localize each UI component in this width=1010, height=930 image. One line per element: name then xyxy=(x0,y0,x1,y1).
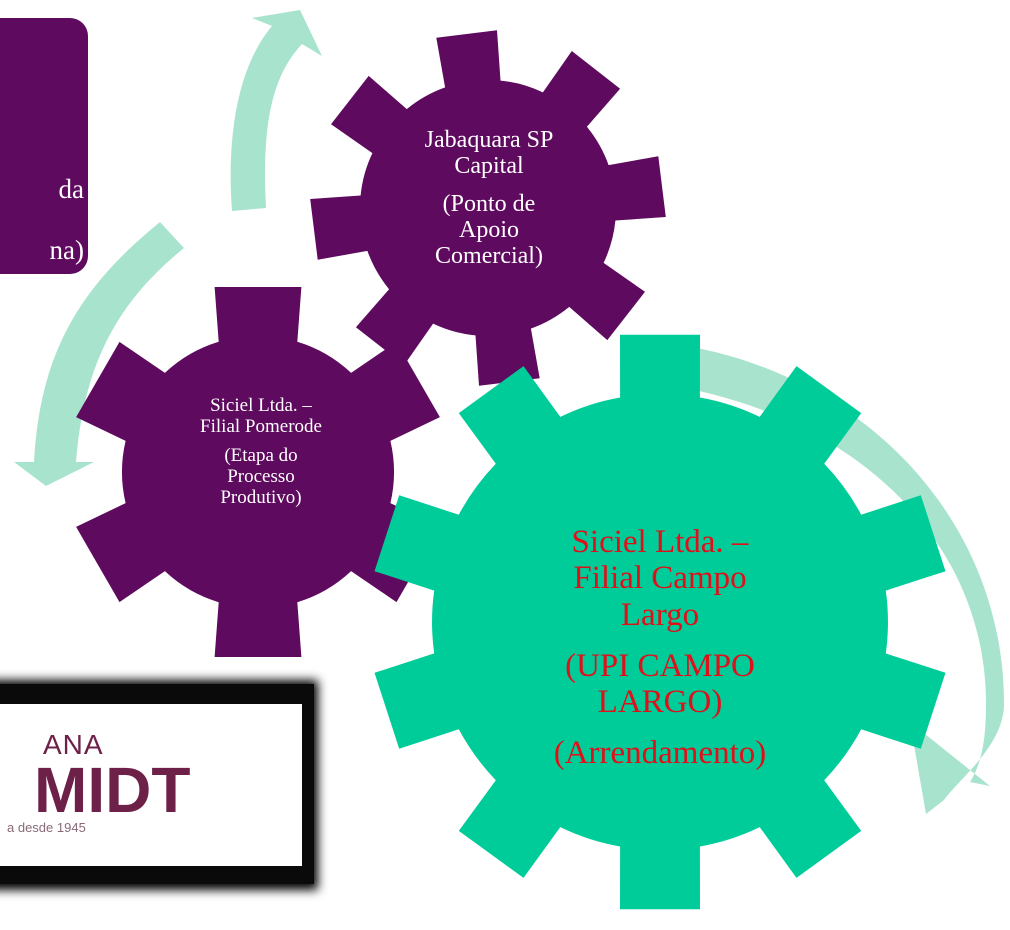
pomerode-role-line-2: Processo xyxy=(227,466,295,488)
campo-largo-name-line-1: Siciel Ltda. – xyxy=(571,524,749,560)
purple-box xyxy=(0,18,88,274)
left-curved-arrow xyxy=(14,222,184,486)
jabaquara-name-line-2: Capital xyxy=(454,153,524,180)
logo-tagline: a desde 1945 xyxy=(7,820,86,835)
pomerode-gear-label: Siciel Ltda. – Filial Pomerode (Etapa do… xyxy=(162,395,360,509)
gear-pomerode xyxy=(76,287,440,657)
jabaquara-role-line-3: Comercial) xyxy=(435,243,543,270)
campo-largo-role-line-2: LARGO) xyxy=(597,684,723,721)
campo-largo-extra-line-1: (Arrendamento) xyxy=(553,735,767,772)
logo-line-2: MIDT xyxy=(34,754,191,826)
gear-jabaquara xyxy=(310,30,666,386)
campo-largo-name-line-3: Largo xyxy=(620,596,700,633)
logo-line-1: ANA xyxy=(43,729,104,760)
pomerode-name-line-2: Filial Pomerode xyxy=(200,415,322,437)
purple-box-line-1: da xyxy=(58,174,84,204)
jabaquara-gear-label: Jabaquara SP Capital (Ponto de Apoio Com… xyxy=(384,127,594,270)
top-curved-arrow xyxy=(230,10,322,211)
campo-largo-name-line-2: Filial Campo xyxy=(573,560,747,597)
purple-box-label: da na) xyxy=(0,18,88,274)
campo-largo-gear-label: Siciel Ltda. – Filial Campo Largo (UPI C… xyxy=(500,524,820,771)
pomerode-name-line-1: Siciel Ltda. – xyxy=(210,395,312,416)
jabaquara-name-line-1: Jabaquara SP xyxy=(424,127,554,153)
company-logo: ANA MIDT a desde 1945 xyxy=(0,705,304,865)
pomerode-role-line-1: (Etapa do xyxy=(224,445,298,467)
campo-largo-role-line-1: (UPI CAMPO xyxy=(565,647,755,684)
jabaquara-role-line-1: (Ponto de xyxy=(442,190,536,217)
purple-box-line-2: na) xyxy=(49,235,84,265)
logo-panel xyxy=(0,704,302,866)
jabaquara-role-line-2: Apoio xyxy=(459,216,519,243)
gear-campo-largo xyxy=(374,334,946,910)
pomerode-role-line-3: Produtivo) xyxy=(220,487,302,509)
